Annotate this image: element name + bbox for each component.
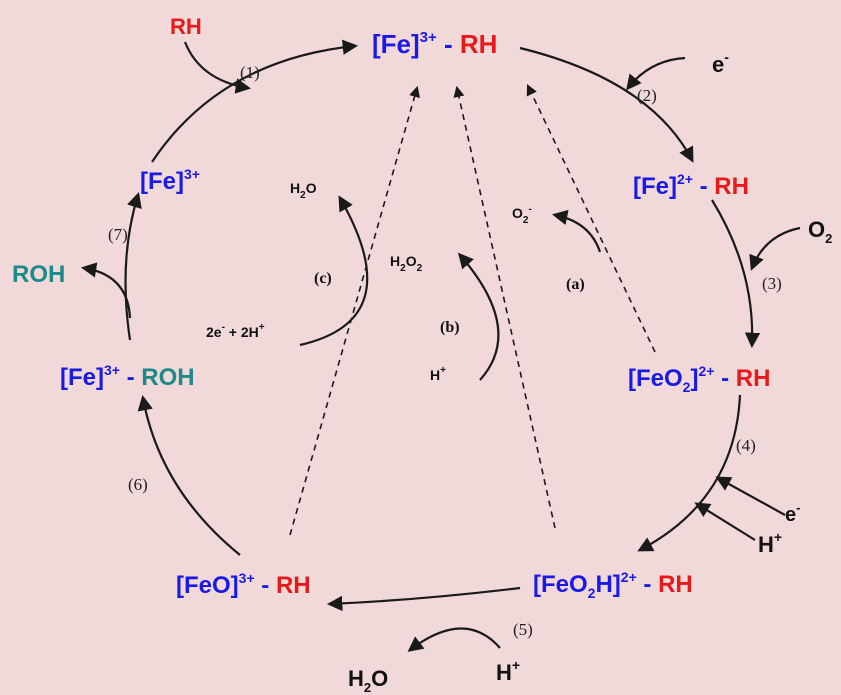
arrow-o2-in [749, 226, 801, 271]
step-label-2: (2) [637, 86, 657, 105]
shunt-a-curved-arrow [551, 209, 602, 253]
step-label-6: (6) [128, 475, 148, 494]
product-roh-out: ROH [12, 261, 65, 288]
shunt-c-label: (c) [314, 270, 332, 287]
reagent-oxygen: O2 [808, 217, 832, 246]
reagent-electron-4: e- [785, 500, 800, 526]
arc-step-5 [326, 586, 521, 612]
shunt-b-label: (b) [440, 319, 460, 336]
shunt-c-product-water: H2O [290, 180, 317, 201]
step-label-3: (3) [762, 274, 782, 293]
species-fe2-rh: [Fe]2+ - RH [633, 171, 749, 200]
step-label-7: (7) [108, 225, 128, 244]
arc-step-4 [637, 394, 742, 552]
step-label-4: (4) [736, 436, 756, 455]
species-fe3: [Fe]3+ [140, 166, 200, 195]
arrow-proton-in-5 [407, 627, 501, 652]
reagent-rh-in: RH [170, 14, 202, 39]
shunt-a-label: (a) [566, 276, 585, 293]
arrow-roh-out [80, 262, 132, 319]
species-feo2h-rh: [FeO2H]2+ - RH [533, 569, 693, 601]
product-water-5: H2O [348, 666, 388, 695]
species-fe3-roh: [Fe]3+ - ROH [60, 362, 195, 391]
arrow-electron-in-2 [626, 56, 686, 91]
step-label-5: (5) [513, 620, 533, 639]
arrow-rh-in [183, 41, 252, 94]
shunt-a-product-superoxide: O2- [512, 204, 532, 226]
reagent-proton-4: H+ [758, 529, 782, 557]
species-fe3-rh: [Fe]3+ - RH [372, 29, 497, 59]
reagent-electron-2: e- [712, 49, 729, 77]
arc-step-2 [519, 46, 694, 163]
shunt-b-reagent-proton: H+ [430, 365, 446, 383]
shunt-c-dashed-arrow [289, 85, 420, 536]
shunt-c-curved-arrow [299, 195, 369, 347]
shunt-a-dashed-arrow [526, 83, 656, 353]
shunt-b-dashed-arrow [453, 85, 556, 529]
shunt-b-curved-arrow [457, 252, 500, 381]
step-label-1: (1) [240, 63, 260, 82]
shunt-b-product-peroxide: H2O2 [390, 253, 423, 274]
shunt-c-reagents: 2e- + 2H+ [206, 322, 265, 340]
arrow-proton-in-4 [694, 502, 756, 541]
arc-step-3 [711, 199, 761, 349]
reagent-proton-5: H+ [496, 657, 520, 685]
species-feo-rh: [FeO]3+ - RH [176, 570, 311, 599]
arc-step-7 [124, 192, 142, 341]
arc-step-6 [137, 394, 241, 556]
species-feo2-rh: [FeO2]2+ - RH [628, 363, 770, 395]
arrow-electron-in-4 [715, 476, 786, 516]
